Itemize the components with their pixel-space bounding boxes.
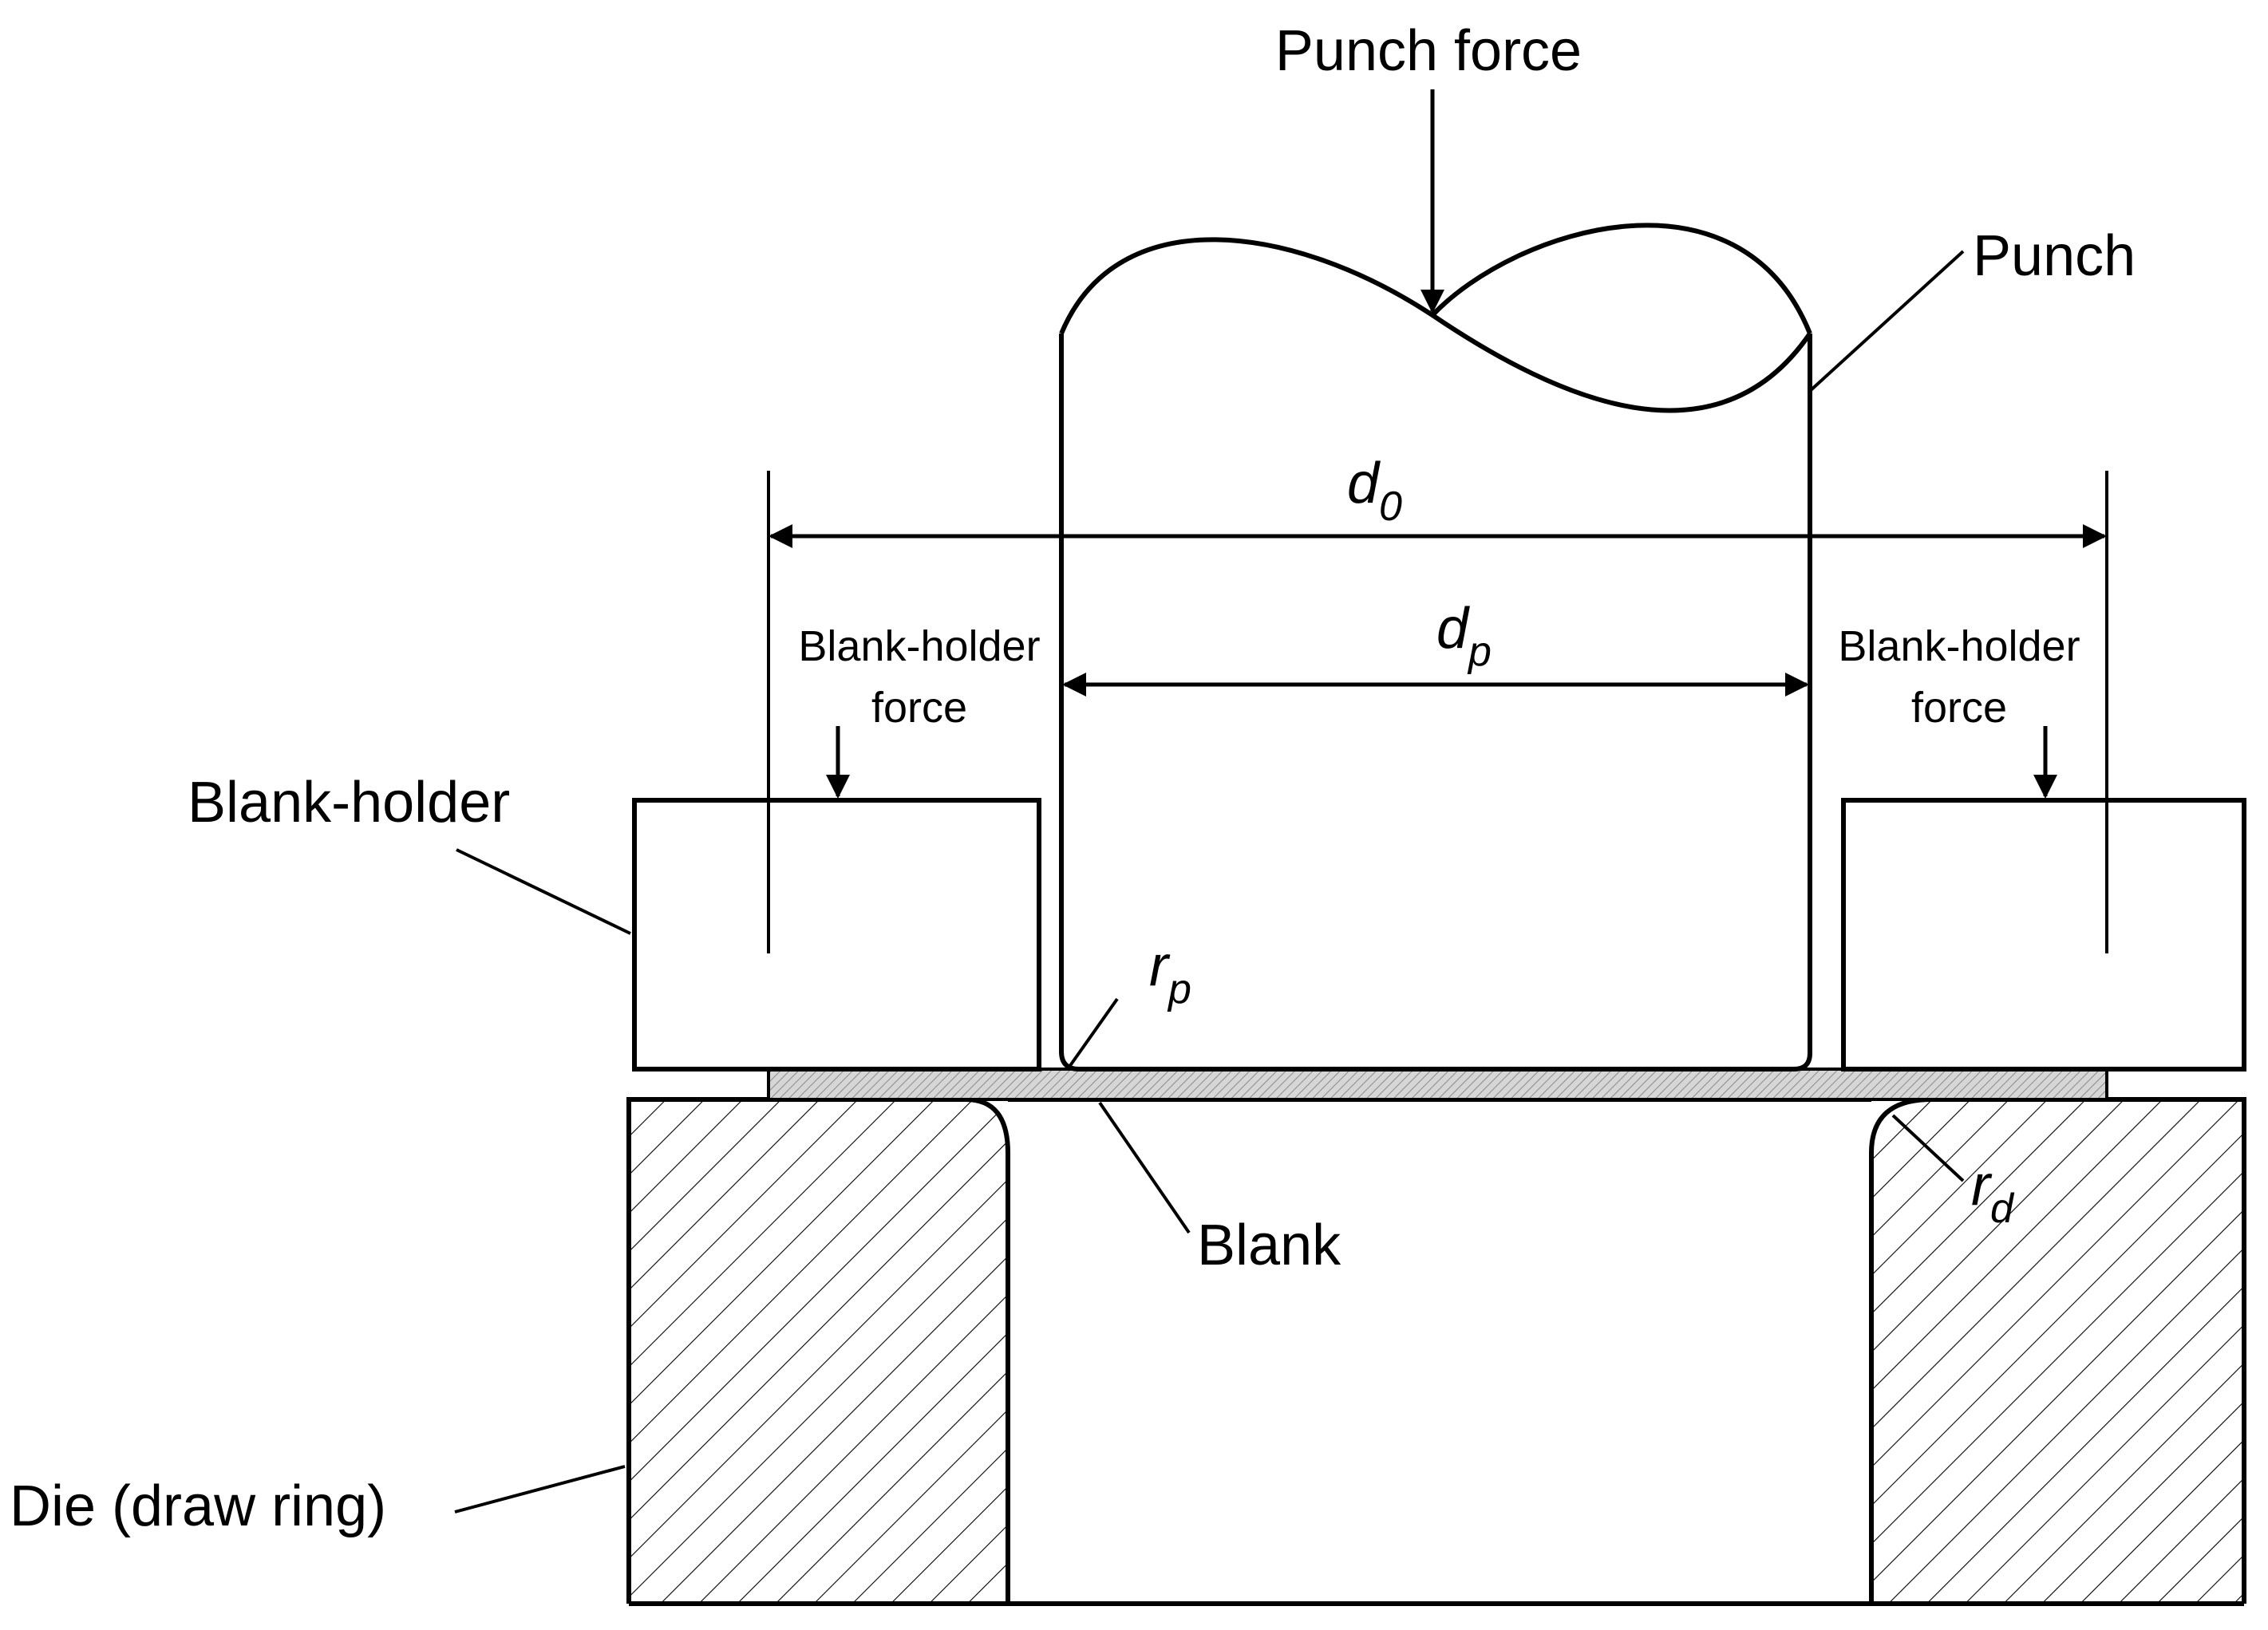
blank-holder-right	[1841, 798, 2246, 1072]
punch-label: Punch	[1973, 224, 2136, 288]
die-left	[626, 1097, 1010, 1604]
punch-force-label: Punch force	[1275, 19, 1582, 83]
blank-holder-leader	[456, 848, 631, 935]
punch	[1059, 223, 1812, 1072]
blank-holder-left	[632, 798, 1041, 1072]
blank	[767, 1068, 2108, 1101]
dp-symbol: dp	[1436, 597, 1492, 675]
die-label: Die (draw ring)	[10, 1474, 386, 1538]
blank-holder-force-right-line2: force	[1911, 684, 2007, 732]
rp-symbol: rp	[1149, 934, 1191, 1012]
rd-symbol: rd	[1971, 1154, 2015, 1232]
die-leader	[454, 1465, 626, 1514]
blank-holder-force-left-line2: force	[871, 684, 967, 732]
rp-leader	[1068, 997, 1119, 1068]
rd-leader	[1891, 1114, 1965, 1182]
blank-leader	[1098, 1101, 1191, 1234]
blank-holder-force-left-line1: Blank-holder	[798, 622, 1040, 670]
blank-holder-force-right-line1: Blank-holder	[1838, 622, 2080, 670]
blank-holder-label: Blank-holder	[188, 771, 510, 835]
d0-symbol: d0	[1347, 452, 1402, 530]
punch-leader	[1808, 250, 1965, 393]
die-right	[1869, 1097, 2246, 1604]
blank-label: Blank	[1197, 1214, 1341, 1277]
